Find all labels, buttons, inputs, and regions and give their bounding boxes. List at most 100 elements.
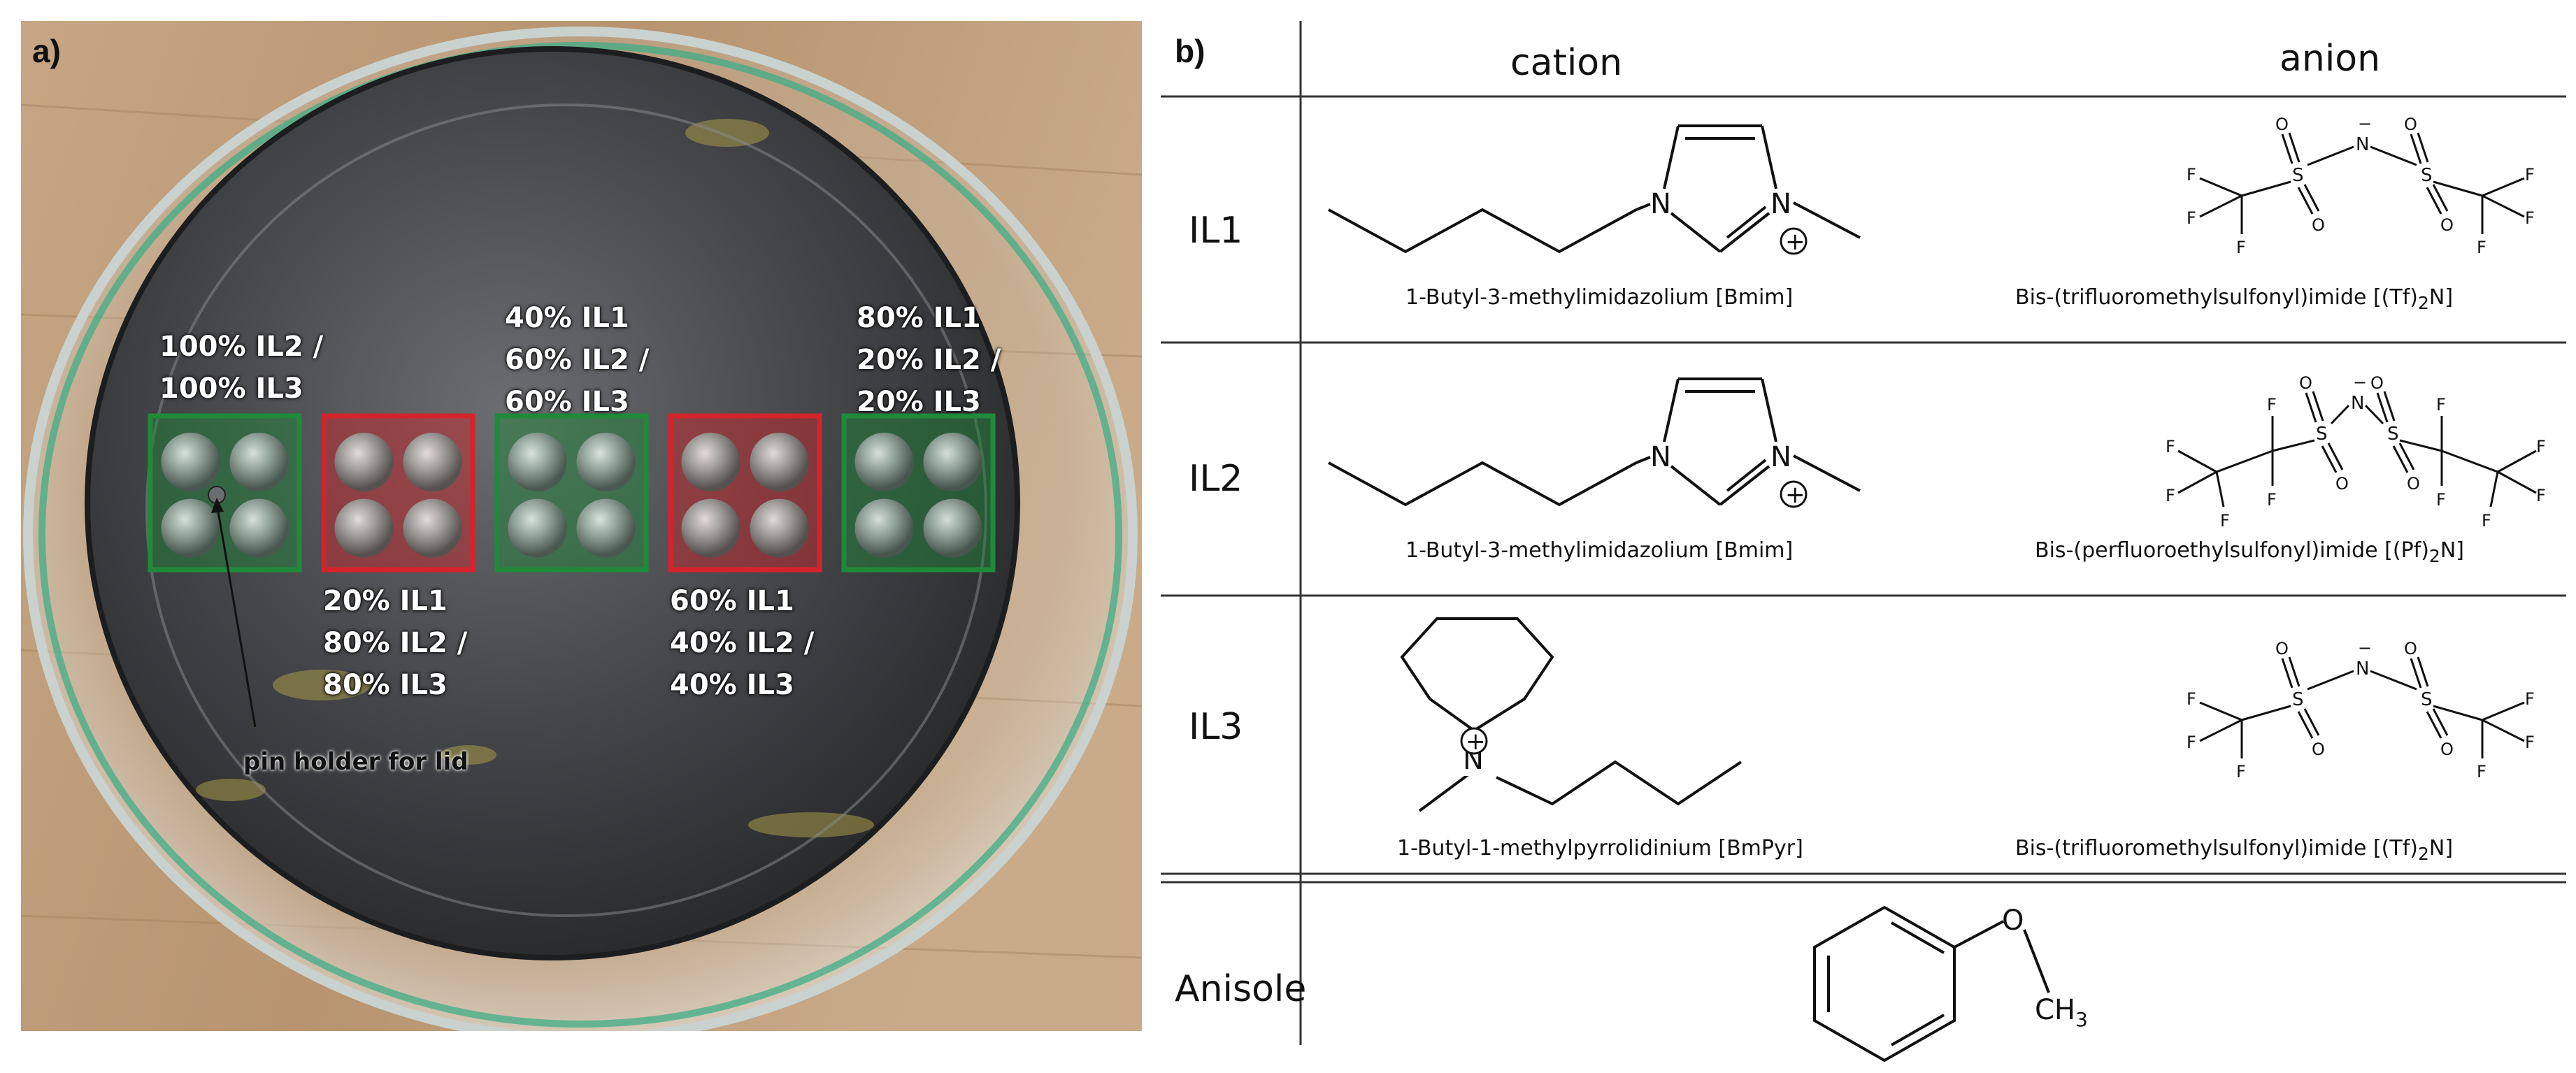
bond [2392,445,2409,473]
bond [2177,449,2217,473]
bond [2482,194,2525,218]
well [750,433,809,491]
anion-name: Bis-(trifluoromethylsulfonyl)imide [(Tf) [2015,285,2418,310]
atom-s: S [2421,689,2433,710]
well [854,433,914,491]
bond [2241,180,2291,197]
bond [2376,392,2389,423]
well-label-line: 80% IL3 [323,669,448,701]
atom-s: S [2421,165,2433,186]
anion-tail: N] [2440,538,2464,563]
atom-f: F [2477,238,2486,257]
bond [2370,145,2417,166]
atom-f: F [2267,395,2277,415]
atom-f: F [2525,208,2535,228]
atom-o: O [2002,905,2024,937]
atom-f: F [2436,395,2446,415]
bond [2417,132,2429,163]
bond [2432,708,2449,736]
atom-sub: 3 [2075,1008,2088,1031]
panel-a-label: a) [32,33,61,69]
bond [2199,194,2242,218]
cation-caption-il2: 1-Butyl-3-methylimidazolium [Bmim] [1405,538,1794,563]
bond [2272,439,2315,452]
bond [2426,711,2442,739]
cation-structure-il3 [1400,617,1743,812]
anion-name: Bis-(perfluoroethylsulfonyl)imide [(Pf) [2035,538,2429,563]
cation-atoms-il1: N N + [1650,188,1808,256]
bond [2433,180,2483,197]
well-label-line: 40% IL2 / [670,627,815,659]
bond [2497,449,2537,473]
bond [2281,658,2294,689]
bond [2441,449,2498,473]
bond [2303,708,2320,736]
photo-panel: a) 100% IL2 / 100% IL3 20% IL1 80% IL2 /… [21,21,1142,1031]
atom-f: F [2220,511,2230,531]
bond [2307,670,2354,691]
minus-sign: − [2353,373,2367,392]
well-label-line: 80% IL2 / [323,627,468,659]
well [576,433,636,491]
well-label-line: 20% IL2 / [857,344,1001,376]
atom-s: S [2387,424,2399,445]
atom-f: F [2525,733,2535,752]
well [576,498,636,558]
bond [2288,656,2300,687]
bond [2199,719,2242,742]
bond [2497,470,2537,494]
well-label-line: 100% IL2 / [159,331,324,363]
bond [2303,184,2320,212]
bond [2281,134,2294,164]
cation-atoms-il3: N + [1460,727,1489,776]
anion-sub: 2 [2417,293,2429,313]
bond [2410,134,2422,164]
petri-dish-photo [21,21,1142,1031]
atom-o: O [2312,215,2325,235]
pin-arrow-line [215,503,257,728]
anisole-atoms: O CH3 [2002,905,2088,1031]
atom-o: O [2440,215,2454,235]
well [508,498,567,558]
well-label-40-il1: 40% IL1 60% IL2 / 60% IL3 [505,297,649,423]
atom-s: S [2292,165,2304,186]
atom-o: O [2404,115,2417,134]
bond [2410,658,2422,689]
well-label-line: 60% IL1 [670,585,794,617]
bond [2215,471,2225,507]
atom-f: F [2187,733,2196,752]
metal-plate-edge [85,46,1020,960]
well [923,433,982,491]
atom-ch: CH [2035,994,2075,1026]
tray-line [145,103,987,917]
atom-f: F [2536,486,2546,505]
bond [2297,711,2314,739]
anion-caption-il3: Bis-(trifluoromethylsulfonyl)imide [(Tf)… [2015,836,2453,864]
well [161,498,220,558]
bond [2370,670,2417,691]
well-label-line: 20% IL3 [857,386,981,418]
atom-f: F [2482,511,2491,531]
pin-holder-label: pin holder for lid [243,748,468,776]
row-label-il3: IL3 [1189,706,1243,748]
anion-name: Bis-(trifluoromethylsulfonyl)imide [(Tf) [2015,836,2418,860]
well [923,498,982,558]
well [681,433,740,491]
atom-f: F [2477,762,2486,782]
bond [2241,705,2291,721]
anion-tail: N] [2428,836,2454,860]
well-label-line: 40% IL1 [505,302,629,334]
well-groups [148,413,996,572]
row-label-il2: IL2 [1189,458,1243,500]
atom-f: F [2187,208,2196,228]
well-group-green [841,413,996,572]
well-group-red [321,413,475,572]
atom-n: N [1770,441,1791,473]
bond [2433,705,2483,721]
bond [2364,404,2384,425]
atom-f: F [2187,165,2196,185]
atom-n: N [2351,393,2364,414]
